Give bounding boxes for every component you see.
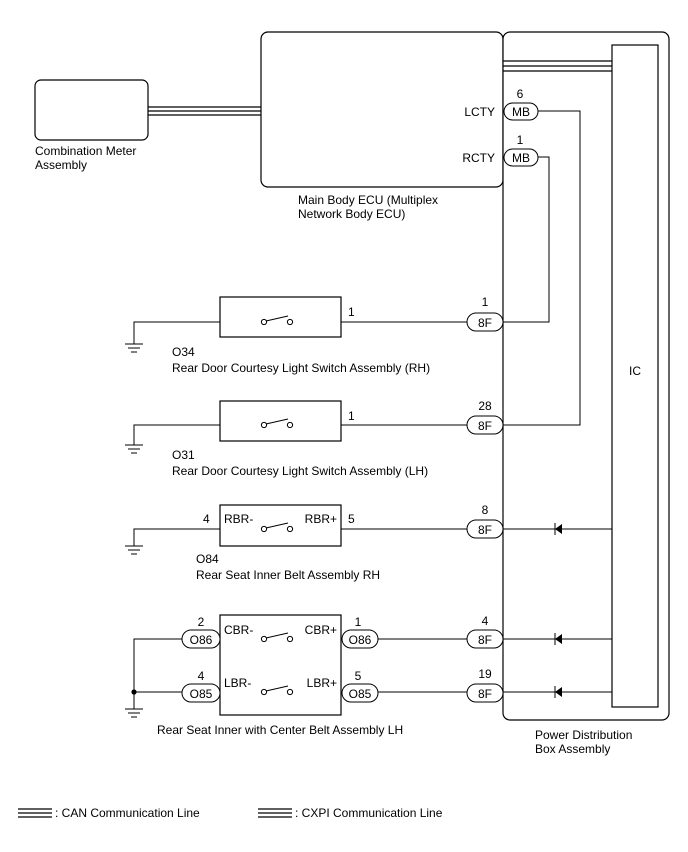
pdb-pin-8: 8 (482, 503, 489, 517)
o31-ground-wire (133, 424, 220, 445)
diode-icon-4 (554, 633, 562, 645)
o84-left-pin: 4 (203, 512, 210, 526)
o84-switch-symbol (260, 522, 294, 533)
lbr-right-pin: 5 (355, 669, 362, 683)
cbr-switch-symbol (260, 632, 294, 643)
seat-lh-ground-icon (125, 708, 143, 718)
o84-belt-box (219, 504, 342, 547)
cbr-left-pin: 2 (198, 615, 205, 629)
lcty-pin-number: 6 (517, 87, 524, 101)
pdb-pin-1: 1 (482, 295, 489, 309)
lbr-left-terminal: LBR- (224, 676, 251, 690)
ic-box (611, 44, 659, 708)
cbr-left-terminal: CBR- (224, 623, 253, 637)
pdb-connector-28-label: 8F (478, 419, 492, 433)
o34-name: Rear Door Courtesy Light Switch Assembly… (172, 361, 430, 375)
lbr-right-connector (341, 683, 379, 703)
legend-cxpi-label: : CXPI Communication Line (295, 806, 443, 820)
o31-switch-symbol (260, 418, 294, 429)
o31-pin-number: 1 (348, 409, 355, 423)
diode-icon-19 (554, 686, 562, 698)
o84-code: O84 (196, 552, 219, 566)
diode-icon-8 (554, 523, 562, 535)
pdb-connector-4-label: 8F (478, 633, 492, 647)
cbr-ground-wire (133, 638, 182, 709)
o84-right-pin: 5 (348, 512, 355, 526)
pdb-connector-19-label: 8F (478, 687, 492, 701)
lbr-left-connector (181, 683, 221, 703)
o31-name: Rear Door Courtesy Light Switch Assembly… (172, 464, 428, 478)
wire-lcty (503, 110, 581, 426)
legend-can-symbol (18, 808, 52, 818)
o34-pin-number: 1 (348, 305, 355, 319)
o84-left-terminal: RBR- (224, 512, 253, 526)
pdb-connector-19 (466, 683, 504, 703)
ground-junction-dot (131, 689, 137, 695)
lbr-switch-symbol (260, 685, 294, 696)
cbr-right-pin: 1 (355, 615, 362, 629)
seat-lh-belt-box (219, 614, 342, 716)
pdb-connector-1-label: 8F (478, 316, 492, 330)
cbr-left-connector-label: O86 (190, 633, 213, 647)
pdb-pin-4: 4 (482, 614, 489, 628)
o31-code: O31 (172, 448, 195, 462)
lcty-connector-label: MB (512, 105, 530, 119)
pdb-pin-19: 19 (478, 667, 492, 681)
o34-code: O34 (172, 345, 195, 359)
o84-name: Rear Seat Inner Belt Assembly RH (196, 568, 380, 582)
o34-ground-icon (125, 343, 143, 353)
pdb-pin-28: 28 (478, 399, 492, 413)
o34-ground-wire (133, 321, 220, 344)
o84-ground-icon (125, 545, 143, 555)
lbr-right-connector-label: O85 (349, 687, 372, 701)
cbr-right-terminal: CBR+ (305, 623, 337, 637)
rcty-pin-number: 1 (517, 133, 524, 147)
lbr-left-connector-label: O85 (190, 687, 213, 701)
rcty-terminal-label: RCTY (462, 151, 495, 165)
o34-switch-box (219, 296, 342, 338)
wire-rcty (503, 156, 550, 323)
o84-right-terminal: RBR+ (305, 512, 337, 526)
combination-meter-box (34, 79, 149, 141)
can-bus-ecu-ic (503, 60, 612, 72)
pdb-connector-8-label: 8F (478, 523, 492, 537)
o31-ground-icon (125, 444, 143, 454)
lcty-terminal-label: LCTY (464, 105, 495, 119)
seat-lh-name: Rear Seat Inner with Center Belt Assembl… (157, 723, 403, 737)
legend-can-label: : CAN Communication Line (55, 806, 200, 820)
ic-label: IC (629, 364, 641, 378)
o84-ground-wire (133, 528, 220, 546)
pdb-connector-28 (466, 415, 504, 435)
o34-switch-symbol (260, 315, 294, 326)
cbr-right-connector-label: O86 (349, 633, 372, 647)
lbr-right-terminal: LBR+ (307, 676, 337, 690)
cxpi-bus-meter-ecu (148, 106, 261, 116)
rcty-connector-label: MB (512, 151, 530, 165)
pdb-connector-1 (466, 312, 504, 332)
lbr-left-pin: 4 (198, 669, 205, 683)
legend-cxpi-symbol (258, 808, 292, 818)
